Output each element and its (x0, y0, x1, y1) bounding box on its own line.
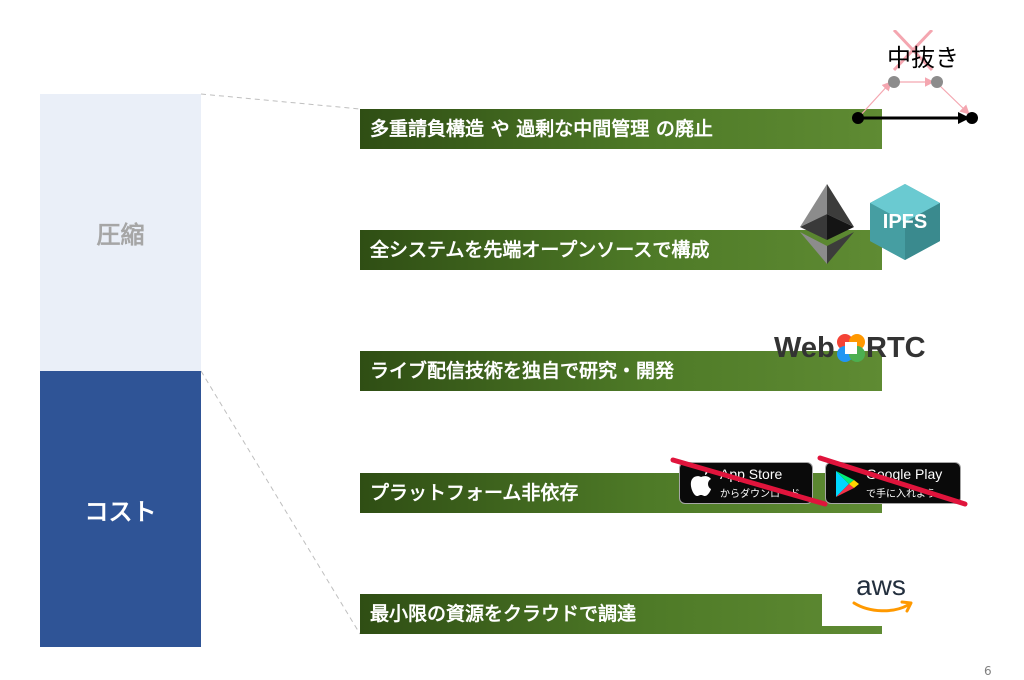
compression-bar-segment (40, 94, 201, 371)
item-label: プラットフォーム非依存 (370, 482, 579, 504)
page-number: 6 (984, 664, 992, 678)
middleman-label: 中抜き (887, 44, 959, 72)
middleman-removal-diagram (852, 30, 978, 124)
item-bar-open-source: 全システムを先端オープンソースで構成 (360, 230, 882, 270)
item-label: 多重請負構造 や 過剰な中間管理 の廃止 (370, 118, 713, 140)
app-store-badge: App Store からダウンロード (679, 462, 813, 504)
app-store-title: App Store (720, 466, 783, 482)
aws-smile-icon (852, 600, 913, 613)
cost-bar-segment (40, 371, 201, 647)
google-play-badge: Google Play で手に入れよう (825, 462, 961, 504)
app-store-subtitle: からダウンロード (720, 489, 800, 500)
item-label: 全システムを先端オープンソースで構成 (370, 239, 710, 261)
aws-text: aws (856, 570, 906, 601)
webrtc-rtc-text: RTC (866, 332, 926, 364)
item-label: ライブ配信技術を独自で研究・開発 (370, 360, 675, 382)
apple-icon (690, 470, 711, 496)
ethereum-icon (800, 184, 854, 264)
ipfs-icon (870, 184, 940, 260)
item-label: 最小限の資源をクラウドで調達 (370, 603, 637, 625)
google-play-subtitle: で手に入れよう (866, 489, 936, 500)
item-bar-middleman-removal: 多重請負構造 や 過剰な中間管理 の廃止 (360, 109, 882, 149)
webrtc-icon (837, 334, 865, 362)
item-bar-cloud-resources: 最小限の資源をクラウドで調達 (360, 594, 882, 634)
webrtc-web-text: Web (774, 332, 835, 364)
google-play-title: Google Play (866, 466, 943, 482)
aws-logo: aws (848, 570, 918, 618)
item-bar-live-streaming: ライブ配信技術を独自で研究・開発 (360, 351, 882, 391)
google-play-icon (836, 471, 859, 497)
ipfs-logo-text: IPFS (882, 210, 928, 233)
compression-label: 圧縮 (96, 221, 145, 249)
webrtc-logo: Web RTC (774, 330, 934, 366)
cost-label: コスト (84, 497, 157, 526)
